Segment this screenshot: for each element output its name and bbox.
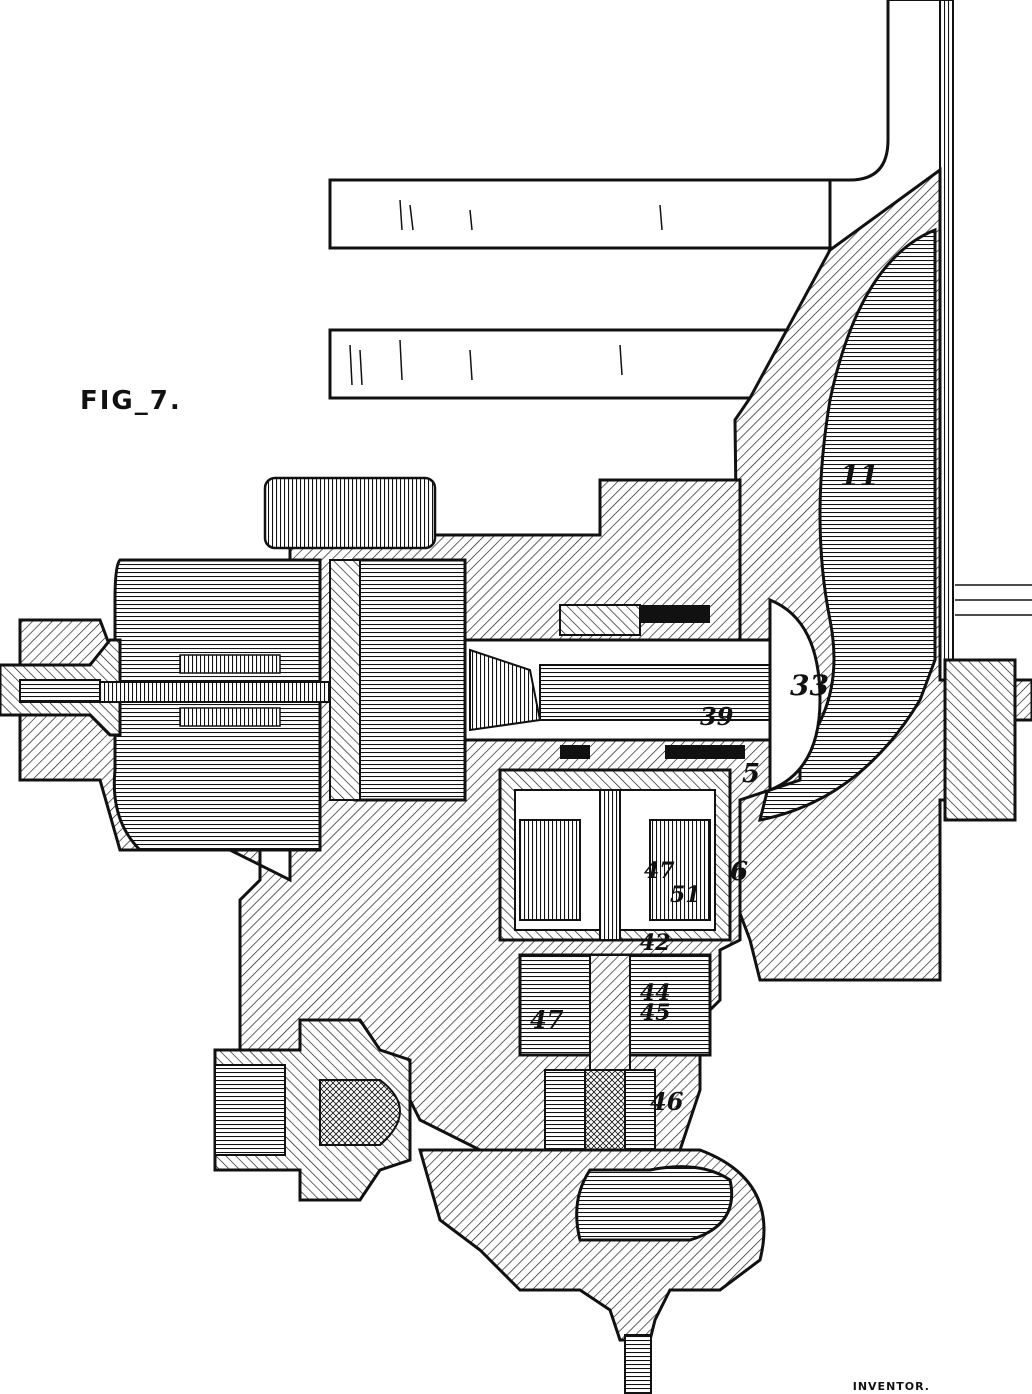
lower-bowl [418, 1148, 766, 1394]
ref-47-upper: 47 [644, 858, 675, 884]
ref-33: 33 [790, 669, 829, 702]
ref-42: 42 [640, 930, 671, 956]
ref-46: 46 [650, 1087, 684, 1116]
ref-11: 11 [840, 459, 879, 492]
ref-39: 39 [700, 702, 734, 731]
valve-assembly [498, 768, 732, 1161]
ref-5: 5 [742, 759, 760, 789]
upper-arms [328, 178, 832, 400]
ref-45: 45 [640, 1000, 671, 1026]
ref-47-lower: 47 [530, 1005, 564, 1034]
bracket-body [728, 167, 1032, 982]
ref-44: 44 [640, 980, 671, 1006]
inlet-fitting [213, 1018, 412, 1202]
reference-numerals: 11 33 39 5 6 47 51 42 44 45 47 46 [530, 459, 879, 1116]
figure-label: FIG_7. [80, 386, 182, 416]
ref-51: 51 [670, 882, 701, 908]
inventor-caption: INVENTOR. [852, 1380, 930, 1393]
ref-6: 6 [730, 857, 748, 887]
